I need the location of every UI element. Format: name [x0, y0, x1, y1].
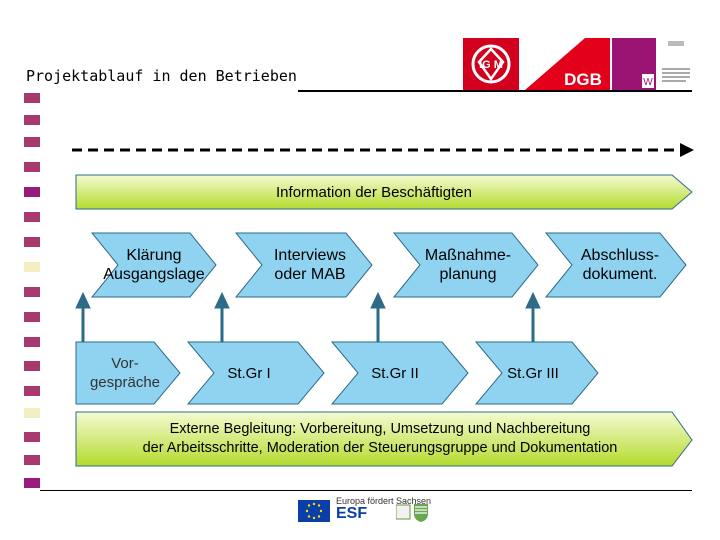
- info-banner: [75, 174, 693, 210]
- dgb-logo: DGB: [525, 38, 610, 90]
- saxony-coat-icon: [395, 502, 430, 522]
- side-square: [24, 455, 40, 465]
- side-square: [24, 262, 40, 272]
- meeting-label-1: Vor- gespräche: [89, 355, 161, 391]
- side-square: [24, 212, 40, 222]
- meeting-chevron-3: [330, 341, 469, 405]
- igm-logo-text: IG M: [479, 59, 503, 71]
- side-square: [24, 237, 40, 247]
- eu-flag-icon: [298, 500, 330, 522]
- step-label-4: Abschluss- dokument.: [580, 247, 660, 283]
- side-square: [24, 408, 40, 418]
- step-chevron-4: [544, 232, 687, 298]
- esf-caption: Europa fördert Sachsen: [336, 496, 432, 506]
- timeline-arrow: [72, 143, 694, 157]
- meeting-label-2: St.Gr I: [227, 364, 271, 382]
- side-square: [24, 312, 40, 322]
- step-label-3: Maßnahme- planung: [424, 247, 512, 283]
- info-banner-label: Information der Beschäftigten: [276, 183, 472, 201]
- esf-logo-group: Europa fördert Sachsen ESF: [298, 496, 433, 526]
- meeting-label-3: St.Gr II: [371, 364, 419, 382]
- side-square: [24, 187, 40, 197]
- side-square: [24, 337, 40, 347]
- side-square: [24, 478, 40, 488]
- w-logo: W: [612, 38, 656, 90]
- page-title: Projektablauf in den Betrieben: [26, 67, 297, 85]
- meeting-chevron-4: [474, 341, 599, 405]
- side-square: [24, 287, 40, 297]
- support-banner-label: Externe Begleitung: Vorbereitung, Umsetz…: [142, 421, 618, 456]
- meeting-chevron-1: [75, 341, 181, 405]
- bottom-divider: [40, 490, 692, 491]
- step-label-2: Interviews oder MAB: [273, 247, 347, 283]
- meeting-chevron-2: [186, 341, 325, 405]
- partner-logo: [658, 38, 694, 90]
- dgb-logo-text: DGB: [564, 70, 602, 89]
- side-square: [24, 137, 40, 147]
- side-square: [24, 361, 40, 371]
- side-square: [24, 162, 40, 172]
- meeting-label-4: St.Gr III: [507, 364, 559, 382]
- step-label-1: Klärung Ausgangslage: [103, 247, 205, 283]
- up-arrows: [75, 291, 541, 342]
- title-divider: [298, 90, 692, 92]
- side-square: [24, 115, 40, 125]
- step-chevron-3: [392, 232, 539, 298]
- igm-logo: IG M: [463, 38, 519, 90]
- support-banner: [75, 411, 693, 467]
- esf-wordmark: ESF: [336, 505, 368, 522]
- step-chevron-2: [234, 232, 373, 298]
- side-square: [24, 386, 40, 396]
- side-square: [24, 432, 40, 442]
- w-logo-text: W: [643, 77, 653, 88]
- side-square: [24, 93, 40, 103]
- step-chevron-1: [90, 232, 217, 298]
